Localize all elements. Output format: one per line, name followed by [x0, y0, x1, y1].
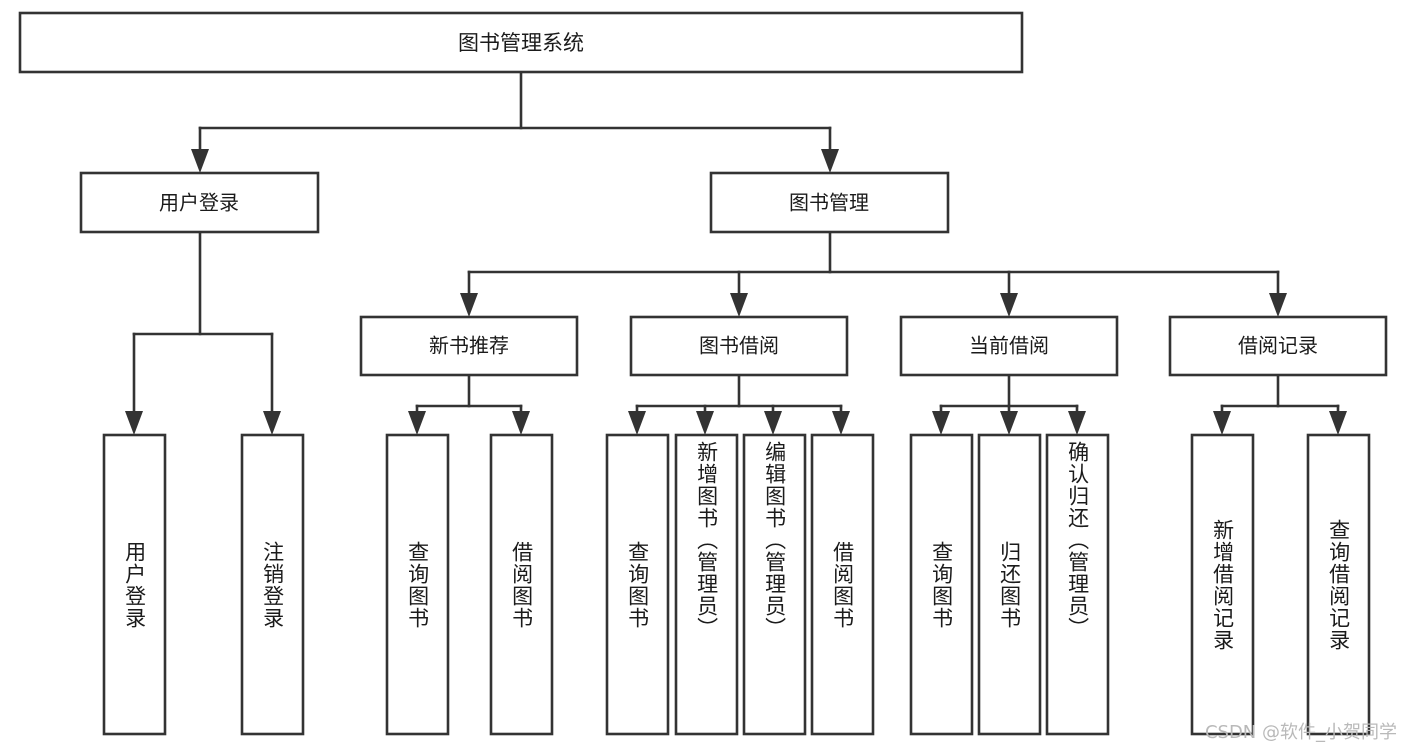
- node-new-book-recommend-label: 新书推荐: [429, 334, 509, 358]
- node-leaf-add-record-box[interactable]: [1190, 433, 1255, 736]
- node-root[interactable]: 图书管理系统: [18, 11, 1024, 74]
- node-leaf-add-book-box[interactable]: [674, 433, 739, 736]
- node-new-book-recommend[interactable]: 新书推荐: [359, 315, 579, 377]
- node-new-book-recommend-box[interactable]: [359, 315, 579, 377]
- arrow-head-current-borrow: [1000, 293, 1018, 317]
- arrow-head-leaf-add-book: [696, 411, 714, 435]
- node-borrow-record-label: 借阅记录: [1238, 334, 1318, 358]
- node-book-manage-label: 图书管理: [789, 191, 869, 215]
- arrow-head-leaf-borrow-book-1: [512, 411, 530, 435]
- node-leaf-query-book-3-box[interactable]: [909, 433, 974, 736]
- node-leaf-edit-book-box[interactable]: [742, 433, 807, 736]
- node-book-manage[interactable]: 图书管理: [709, 171, 950, 234]
- arrow-head-borrow-record: [1269, 293, 1287, 317]
- node-book-borrow[interactable]: 图书借阅: [629, 315, 849, 377]
- arrow-head-leaf-borrow-book-2: [832, 411, 850, 435]
- arrow-head-leaf-query-book-1: [408, 411, 426, 435]
- node-user-login[interactable]: 用户登录: [79, 171, 320, 234]
- node-borrow-record-box[interactable]: [1168, 315, 1388, 377]
- node-leaf-query-book-1-box[interactable]: [385, 433, 450, 736]
- node-current-borrow[interactable]: 当前借阅: [899, 315, 1119, 377]
- arrow-head-leaf-add-record: [1213, 411, 1231, 435]
- node-borrow-record[interactable]: 借阅记录: [1168, 315, 1388, 377]
- node-layer: 图书管理系统 用户登录 图书管理 新书推荐 图书借阅 当前: [18, 11, 1388, 736]
- node-leaf-query-record-box[interactable]: [1306, 433, 1371, 736]
- arrow-head-book-borrow: [730, 293, 748, 317]
- node-leaf-borrow-book-1-box[interactable]: [489, 433, 554, 736]
- node-current-borrow-box[interactable]: [899, 315, 1119, 377]
- connector-layer: [125, 70, 1347, 435]
- arrow-head-leaf-return-book: [1000, 411, 1018, 435]
- node-root-label: 图书管理系统: [458, 31, 584, 55]
- node-user-login-label: 用户登录: [159, 191, 239, 215]
- node-leaf-user-login-box[interactable]: [102, 433, 167, 736]
- arrow-head-new-book-recommend: [460, 293, 478, 317]
- node-leaf-return-book-box[interactable]: [977, 433, 1042, 736]
- node-leaf-borrow-book-2-box[interactable]: [810, 433, 875, 736]
- node-current-borrow-label: 当前借阅: [969, 334, 1049, 358]
- node-leaf-query-book-2-box[interactable]: [605, 433, 670, 736]
- node-book-borrow-label: 图书借阅: [699, 334, 779, 358]
- node-user-login-box[interactable]: [79, 171, 320, 234]
- arrow-head-leaf-user-login: [125, 411, 143, 435]
- arrow-head-leaf-query-book-2: [628, 411, 646, 435]
- node-leaf-logout-box[interactable]: [240, 433, 305, 736]
- arrow-head-leaf-query-book-3: [932, 411, 950, 435]
- node-leaf-confirm-return-box[interactable]: [1045, 433, 1110, 736]
- arrow-head-user-login: [191, 149, 209, 173]
- node-root-box[interactable]: [18, 11, 1024, 74]
- csdn-watermark: CSDN @软件_小贺同学: [1204, 722, 1397, 743]
- arrow-head-leaf-edit-book: [764, 411, 782, 435]
- arrow-head-leaf-logout: [263, 411, 281, 435]
- arrow-head-book-manage: [821, 149, 839, 173]
- node-book-borrow-box[interactable]: [629, 315, 849, 377]
- arrow-head-leaf-confirm-return: [1068, 411, 1086, 435]
- node-book-manage-box[interactable]: [709, 171, 950, 234]
- arrow-head-leaf-query-record: [1329, 411, 1347, 435]
